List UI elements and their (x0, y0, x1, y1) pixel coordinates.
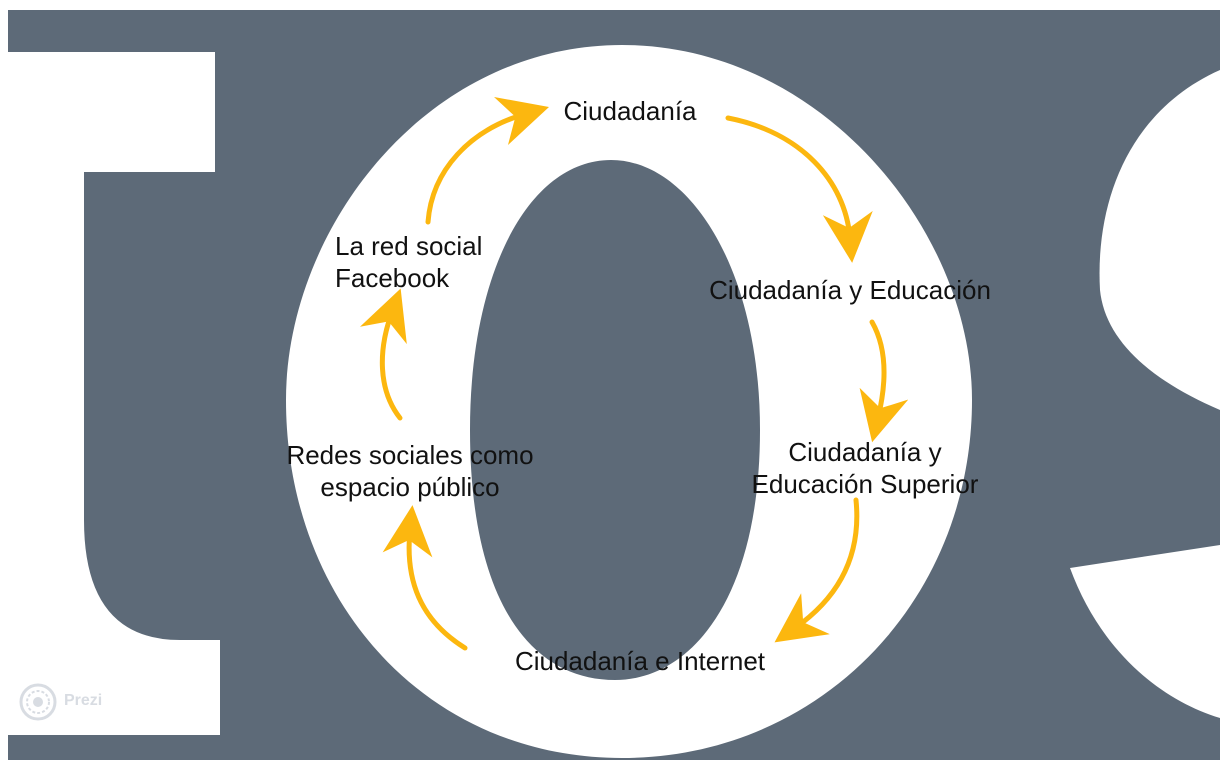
node-ciudadania-y-educacion: Ciudadanía y Educación (680, 274, 1020, 306)
arrow-facebook-to-ciudadania (425, 96, 550, 225)
node-ciudadania-y-educacion-line-1: Ciudadanía y Educación (709, 275, 991, 305)
prezi-logo-icon (19, 683, 57, 721)
node-ciudadania-e-internet: Ciudadanía e Internet (470, 645, 810, 677)
arrow-redes-to-facebook (359, 288, 407, 421)
node-superior-line-1: Ciudadanía y (788, 437, 942, 467)
node-redes-sociales: Redes sociales como espacio público (260, 439, 560, 503)
arrow-internet-to-redes (382, 505, 468, 651)
node-facebook-line-1: La red social (335, 231, 483, 261)
letter-s-top-shape (1099, 70, 1220, 410)
node-internet-line-1: Ciudadanía e Internet (514, 646, 766, 676)
node-superior-line-2: Educación Superior (751, 469, 979, 499)
node-redes-line-2: espacio público (320, 472, 500, 502)
node-facebook-line-2: Facebook (335, 263, 450, 293)
node-red-social-facebook: La red social Facebook (335, 230, 535, 294)
arrow-ciudadania-to-educacion (725, 115, 873, 263)
prezi-label: Prezi (64, 692, 103, 709)
cycle-arrows (359, 96, 909, 651)
arrow-educacion-to-superior (859, 319, 909, 443)
node-redes-line-1: Redes sociales como (286, 440, 534, 470)
arrow-superior-to-internet (774, 497, 860, 643)
prezi-watermark: Prezi (18, 682, 128, 722)
letter-s-bottom-shape (1070, 545, 1220, 718)
node-ciudadania-y-educacion-superior: Ciudadanía y Educación Superior (720, 436, 1010, 500)
node-ciudadania: Ciudadanía (505, 95, 755, 127)
letter-t-shape (0, 52, 220, 735)
node-ciudadania-line-1: Ciudadanía (563, 96, 697, 126)
letter-o-shape (286, 45, 972, 758)
